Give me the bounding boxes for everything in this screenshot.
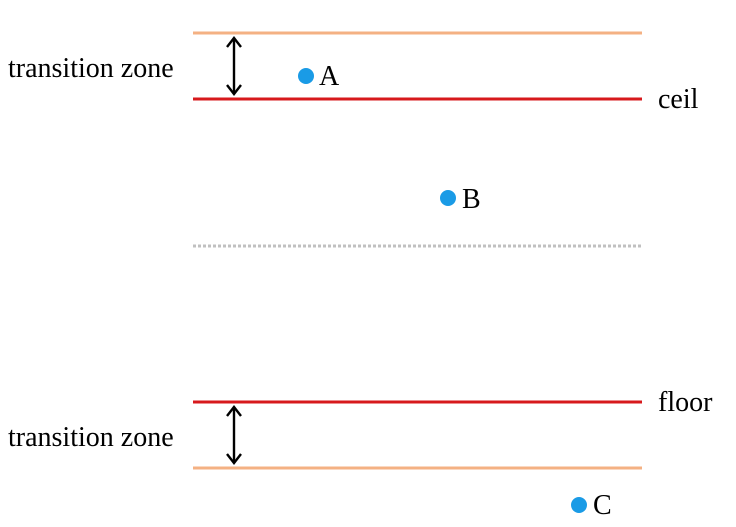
- transition-zone-bottom-label: transition zone: [8, 422, 174, 453]
- point-b-dot: [440, 190, 456, 206]
- point-b-label: B: [462, 184, 481, 215]
- transition-zone-top-label: transition zone: [8, 53, 174, 84]
- top-transition-double-arrow: [226, 36, 242, 96]
- point-c-label: C: [593, 490, 612, 521]
- bottom-arrow-head-up: [226, 405, 242, 417]
- floor-label: floor: [658, 387, 713, 418]
- bottom-transition-double-arrow: [226, 405, 242, 465]
- point-a-label: A: [319, 61, 340, 92]
- top-arrow-head-down: [226, 84, 242, 96]
- ceil-label: ceil: [658, 84, 699, 115]
- point-a-dot: [298, 68, 314, 84]
- point-c-dot: [571, 497, 587, 513]
- top-arrow-head-up: [226, 36, 242, 48]
- bottom-arrow-head-down: [226, 453, 242, 465]
